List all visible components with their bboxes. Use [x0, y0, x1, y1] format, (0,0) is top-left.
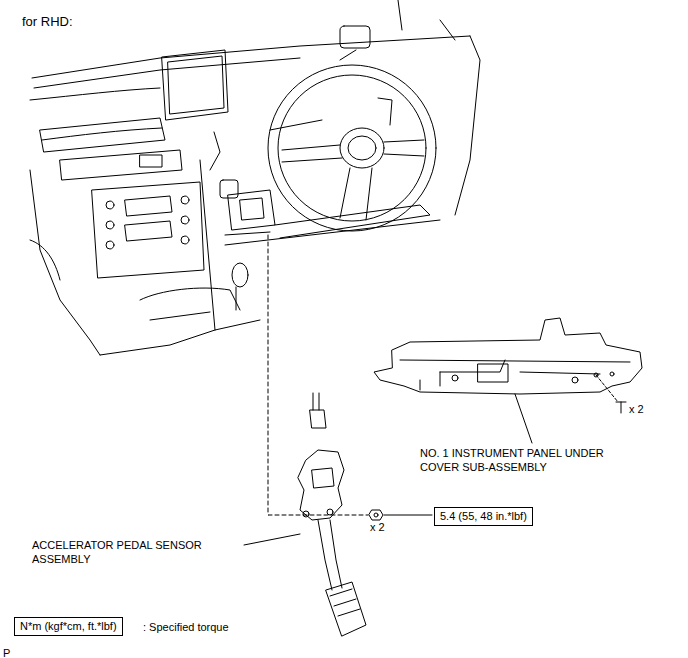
part-name: NO. 1 INSTRUMENT PANEL UNDER COVER SUB-A…: [420, 446, 635, 474]
quantity: x 2: [370, 520, 385, 534]
legend-text: : Specified torque: [143, 620, 229, 634]
node-text: N*m (kgf*cm, ft.*lbf): [20, 620, 117, 632]
quantity: x 2: [629, 402, 644, 416]
torque-box: 5.4 (55, 48 in.*lbf): [434, 507, 533, 526]
page-mark: P: [3, 646, 10, 658]
legend-box: N*m (kgf*cm, ft.*lbf): [14, 617, 123, 636]
part-name: ACCELERATOR PEDAL SENSOR ASSEMBLY: [32, 538, 232, 566]
section-title: for RHD:: [22, 14, 73, 30]
node-text: 5.4 (55, 48 in.*lbf): [440, 510, 527, 522]
